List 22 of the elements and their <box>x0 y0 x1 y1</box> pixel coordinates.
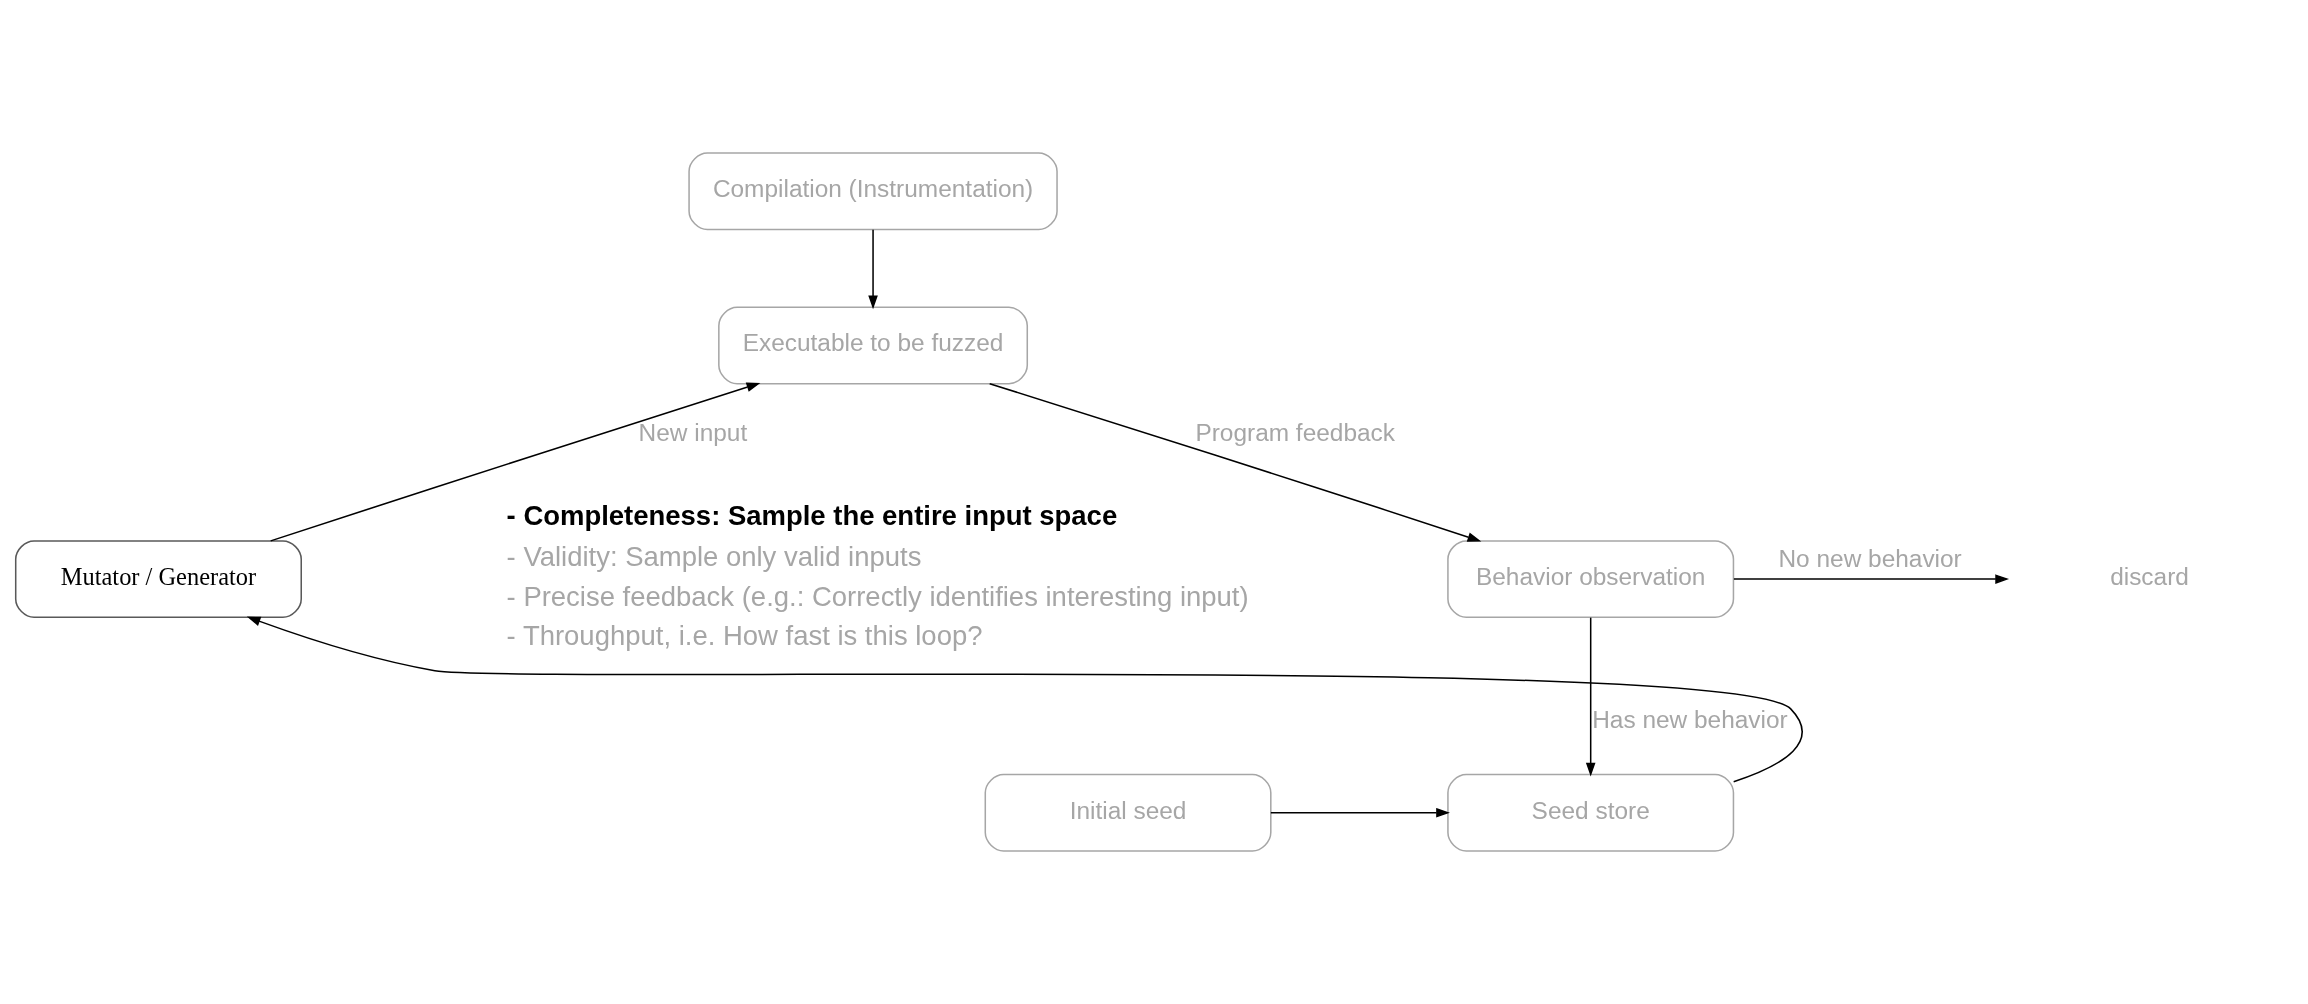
arrow <box>269 382 761 542</box>
node-box: Behavior observation <box>1447 540 1735 619</box>
node-box: Mutator / Generator <box>14 540 302 619</box>
node-text: discard <box>2110 562 2189 590</box>
edge-label: Program feedback <box>1195 419 1396 447</box>
node-box: Executable to be fuzzed <box>718 306 1029 385</box>
arrow <box>868 229 878 310</box>
label: - Validity: Sample only valid inputs <box>506 540 922 572</box>
node-box: Compilation (Instrumentation) <box>688 152 1058 231</box>
label: - Precise feedback (e.g.: Correctly identifies interesting input) <box>506 580 1249 612</box>
arrow <box>1585 616 1596 777</box>
node-box: Seed store <box>1447 773 1735 852</box>
label: - Throughput, i.e. How fast is this loop? <box>506 620 983 652</box>
edge-label: New input <box>638 419 748 447</box>
label: - Completeness: Sample the entire input space <box>506 499 1118 531</box>
arrow <box>1270 807 1450 818</box>
arrow <box>988 382 1482 542</box>
arrow <box>1733 574 2010 584</box>
edge-label: Has new behavior <box>1592 706 1788 734</box>
node-box: Initial seed <box>984 773 1272 852</box>
arrow <box>246 616 1803 783</box>
edge-label: No new behavior <box>1778 544 1962 572</box>
